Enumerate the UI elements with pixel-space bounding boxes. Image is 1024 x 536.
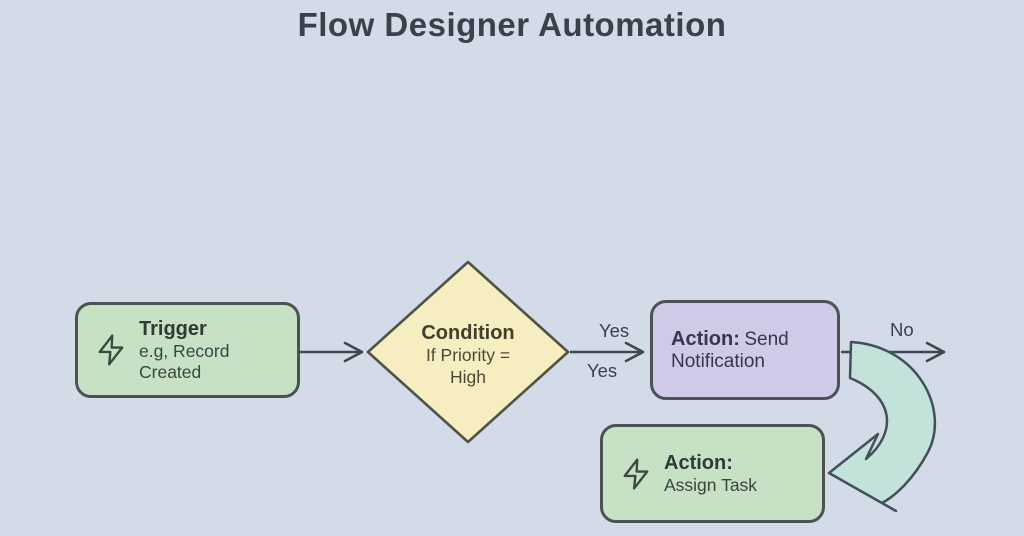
lightning-bolt-icon [96, 333, 126, 367]
lightning-bolt-icon [621, 457, 651, 491]
condition-subtext-line2: High [450, 366, 486, 387]
trigger-heading: Trigger [139, 317, 207, 340]
condition-node-label: Condition If Priority = High [388, 322, 548, 389]
trigger-subtext: e.g, Record Created [139, 340, 230, 382]
action-assign-heading: Action: [664, 451, 733, 474]
trigger-node: Trigger e.g, Record Created [75, 302, 300, 398]
condition-heading: Condition [421, 322, 515, 344]
action-send-text: Send Notification [671, 328, 789, 372]
action-assign-task-node: Action: Assign Task [600, 424, 825, 523]
condition-diamond-shape [366, 260, 570, 444]
action-assign-text: Assign Task [664, 474, 758, 495]
condition-subtext-line1: If Priority = [425, 345, 511, 365]
action-send-heading: Action: [671, 327, 740, 350]
no-label: No [890, 319, 914, 340]
yes-label-bottom: Yes [587, 360, 618, 381]
diagram-title: Flow Designer Automation [297, 6, 727, 43]
action-send-notification-node: Action: Send Notification [650, 300, 840, 400]
curved-arrow-to-assign-task [827, 340, 937, 513]
yes-label-top: Yes [599, 320, 630, 341]
